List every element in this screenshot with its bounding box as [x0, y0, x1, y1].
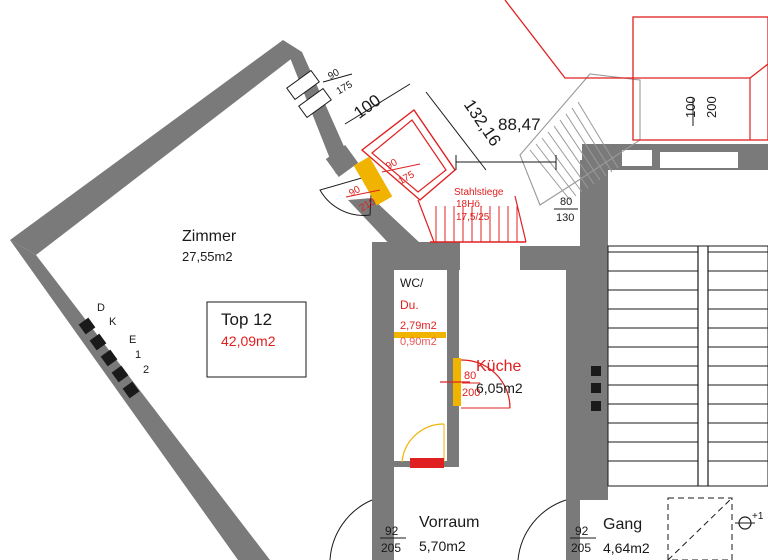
- vent-square: [111, 365, 129, 383]
- dashed-shaft: [667, 497, 733, 560]
- vent-label-2: 2: [143, 364, 149, 376]
- red-door-wc: [410, 458, 444, 468]
- door-kueche-bottom: 200: [462, 387, 480, 399]
- existing-stair-tread: [571, 107, 613, 173]
- yellow-bar-wc: [394, 332, 446, 338]
- vent-square: [591, 366, 601, 376]
- dim-line-100: [344, 83, 411, 125]
- vent-label-1: 1: [135, 349, 141, 361]
- win-top-bottom: 175: [335, 79, 355, 97]
- vorraum-area: 5,70m2: [419, 538, 466, 554]
- win-yellow-top: 90: [384, 157, 400, 172]
- window-right-left: 100: [683, 96, 698, 118]
- vent-square: [591, 383, 601, 393]
- gang-name: Gang: [603, 516, 642, 533]
- frac-bar-win-top: [322, 73, 353, 83]
- door-zimmer-swing: [319, 174, 373, 216]
- window-right-right: 200: [704, 96, 719, 118]
- gang-area: 4,64m2: [603, 540, 650, 556]
- frac-bar-door-zimmer: [345, 189, 381, 198]
- door-zimmer-top: 90: [347, 184, 363, 199]
- vent-squares-left: [78, 317, 140, 399]
- vent-square: [100, 349, 118, 367]
- existing-stair-tread: [565, 113, 607, 177]
- door-kueche-swing: [460, 359, 511, 409]
- win-top-top: 90: [326, 67, 342, 82]
- unit-area: 42,09m2: [221, 333, 276, 349]
- vent-label-d: D: [97, 302, 105, 314]
- main-stairs: [607, 245, 768, 487]
- dashed-shaft-diagonal: [667, 497, 733, 560]
- stair-outline-upper: [360, 108, 456, 201]
- vent-square: [122, 381, 140, 399]
- door-vorraum-top: 92: [385, 524, 399, 538]
- level-mark: +1: [752, 511, 764, 522]
- wall-kueche-right: [566, 246, 580, 560]
- stair-steps: 18Hö.: [456, 199, 483, 210]
- existing-stair-tread: [529, 149, 571, 201]
- steel-stair: [360, 108, 527, 243]
- vent-squares-right: [591, 366, 601, 411]
- frac-bar-win-yellow: [381, 163, 421, 173]
- existing-stair-tread: [577, 101, 619, 169]
- door-vorraum-bottom: 205: [381, 541, 401, 555]
- kueche-name: Küche: [476, 358, 521, 375]
- opening-stairhall-a: [622, 150, 652, 166]
- yellow-opening-zimmer: [353, 156, 393, 206]
- zimmer-name: Zimmer: [182, 228, 237, 245]
- zimmer-area: 27,55m2: [182, 249, 233, 264]
- window-sill-top: [286, 69, 320, 101]
- wall-wc-left: [372, 258, 394, 560]
- wc-area: 2,79m2: [400, 320, 437, 332]
- red-roof-line: [504, 0, 768, 79]
- existing-stair: [519, 73, 641, 206]
- dim-line-132: [425, 91, 487, 171]
- wc-name-2: Du.: [400, 298, 419, 312]
- door-vorraum-swing: [329, 499, 373, 560]
- vent-label-e: E: [129, 334, 136, 346]
- existing-stair-tread: [559, 119, 601, 181]
- vent-square: [89, 333, 107, 351]
- unit-box: [206, 301, 307, 378]
- vorraum-name: Vorraum: [419, 514, 479, 531]
- door-stair-bottom: 130: [556, 212, 574, 224]
- vent-square: [78, 317, 96, 335]
- stair-treads: [435, 206, 518, 242]
- kueche-area: 6,05m2: [476, 380, 523, 396]
- wall-zimmer-north: [10, 40, 295, 255]
- existing-stair-tread: [541, 137, 583, 193]
- wall-gang-left: [580, 230, 608, 500]
- stair-label: Stahlstiege: [454, 187, 504, 198]
- unit-name: Top 12: [221, 310, 272, 329]
- opening-stairhall-b: [660, 152, 738, 168]
- door-gang-top: 92: [575, 524, 589, 538]
- door-gang-bottom: 205: [571, 541, 591, 555]
- window-sill-top-2: [298, 87, 332, 119]
- stair-outline-inner: [371, 119, 447, 193]
- main-stair-treads: [608, 251, 768, 462]
- win-yellow-bottom: 175: [397, 169, 417, 187]
- wc-area-alt: 0,90m2: [400, 336, 437, 348]
- door-kueche-top: 80: [464, 370, 476, 382]
- dim-8847: 88,47: [498, 115, 541, 134]
- existing-stair-tread: [547, 131, 589, 189]
- wall-zimmer-west: [10, 240, 270, 560]
- wall-zimmer-east-pier: [325, 145, 359, 177]
- stair-left-edge: [417, 199, 435, 243]
- existing-stair-tread: [553, 125, 595, 185]
- existing-stair-treads: [529, 101, 619, 201]
- vent-square: [591, 401, 601, 411]
- door-gang-swing: [517, 499, 567, 560]
- wall-stair-bottom-left: [372, 242, 460, 270]
- stair-right-edge: [514, 195, 527, 243]
- door-stair-top: 80: [560, 196, 572, 208]
- red-window-box: [632, 16, 768, 141]
- wc-name-1: WC/: [400, 276, 424, 290]
- stair-ratio: 17,5/25: [456, 212, 490, 223]
- vent-label-k: K: [109, 316, 117, 328]
- door-wc-swing: [401, 423, 445, 463]
